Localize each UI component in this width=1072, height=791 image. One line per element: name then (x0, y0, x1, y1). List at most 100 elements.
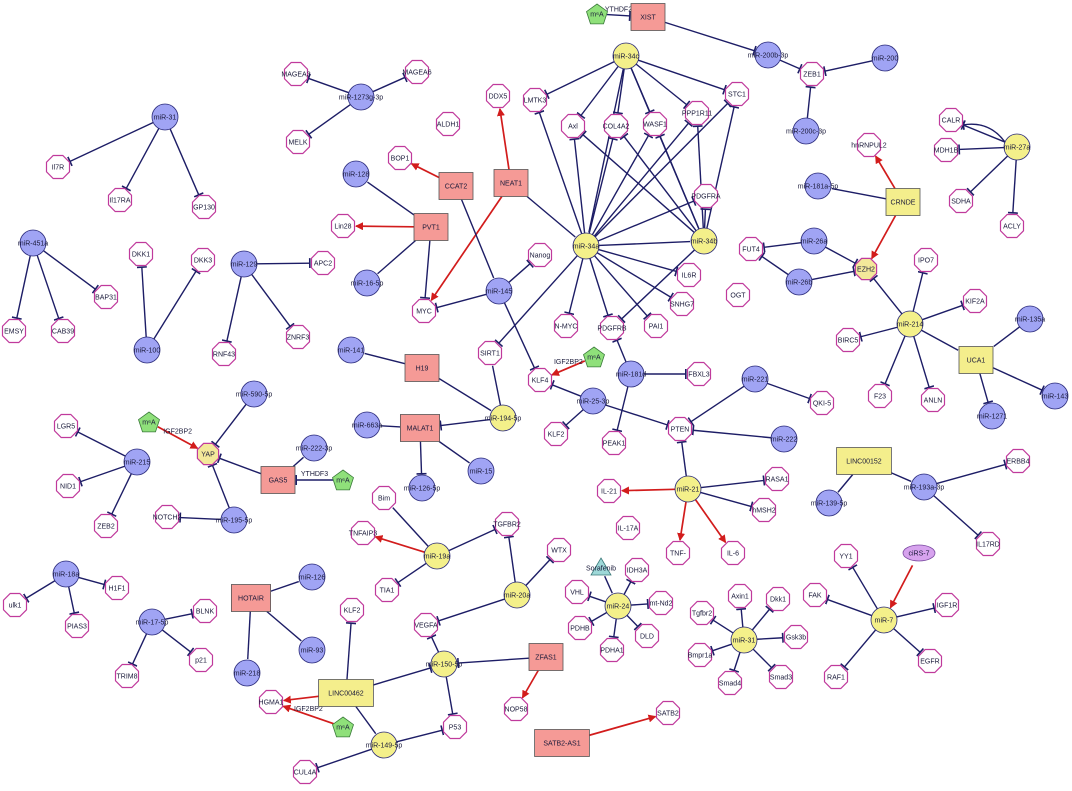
node-kif2a[interactable]: KIF2A (962, 288, 988, 314)
node-mir-150-5p[interactable]: miR-150-5p (426, 650, 463, 678)
node-linc00152[interactable]: LINC00152 (836, 447, 892, 475)
node-zfas1[interactable]: ZFAS1 (528, 643, 564, 671)
node-mir-34b[interactable]: miR-34b (690, 227, 718, 255)
node-mir-7[interactable]: miR-7 (870, 606, 898, 634)
node-mir-143[interactable]: miR-143 (1041, 382, 1069, 410)
node-h1f1[interactable]: H1F1 (104, 575, 130, 601)
node-mir-128[interactable]: miR-128 (342, 160, 370, 188)
node-mir-200c-3p[interactable]: miR-200c-3p (786, 117, 826, 145)
node-dkk1b[interactable]: Dkk1 (765, 586, 791, 612)
node-bmpr1a[interactable]: Bmpr1a (688, 642, 713, 668)
node-mir-451a[interactable]: miR-451a (18, 229, 48, 257)
node-il-17a[interactable]: IL-17A (615, 515, 641, 541)
node-mir-31b[interactable]: miR-31 (730, 626, 758, 654)
node-acly[interactable]: ACLY (999, 213, 1025, 239)
node-dld[interactable]: DLD (634, 623, 660, 649)
node-mir-181d[interactable]: miR-181d (616, 360, 646, 388)
node-klf4[interactable]: KLF4 (527, 367, 553, 393)
node-klf2b[interactable]: KLF2 (339, 597, 365, 623)
node-trim8[interactable]: TRIM8 (114, 663, 140, 689)
node-p53[interactable]: P53 (442, 714, 468, 740)
node-mir-194-5p[interactable]: miR-194-5p (485, 404, 522, 432)
node-mir-21[interactable]: miR-21 (674, 475, 702, 503)
node-mir-129[interactable]: miR-129 (230, 250, 258, 278)
node-mir-26a[interactable]: miR-26a (800, 227, 828, 255)
node-mir-193a-3p[interactable]: miR-193a-3p (904, 473, 945, 501)
node-col4a2[interactable]: COL4A2 (603, 113, 630, 139)
node-tgfbr2[interactable]: TGFBR2 (493, 511, 521, 537)
node-blnk[interactable]: BLNK (192, 598, 218, 624)
node-il17rd[interactable]: IL17RD (975, 531, 1001, 557)
node-cul4a[interactable]: CUL4A (292, 759, 318, 785)
node-n-myc[interactable]: N-MYC (553, 313, 579, 339)
node-hgma1[interactable]: HGMA1 (259, 689, 284, 715)
node-mir-135a[interactable]: miR-135a (1015, 305, 1045, 333)
node-znrf3[interactable]: ZNRF3 (285, 324, 311, 350)
node-tia1[interactable]: TIA1 (374, 577, 400, 603)
node-yap[interactable]: YAP (196, 442, 220, 466)
node-mir-214[interactable]: miR-214 (896, 310, 924, 338)
node-nop58[interactable]: NOP58 (503, 696, 529, 722)
node-m6a-gas5[interactable]: m⁶A (332, 469, 354, 491)
node-hmsh2[interactable]: hMSH2 (751, 497, 777, 523)
node-melk[interactable]: MELK (285, 129, 311, 155)
node-myc[interactable]: MYC (411, 298, 437, 324)
node-nid1[interactable]: NID1 (55, 473, 81, 499)
node-mir-663a[interactable]: miR-663a (352, 411, 382, 439)
node-pdgfra[interactable]: PDGFRA (691, 183, 721, 209)
node-mir-93[interactable]: miR-93 (298, 636, 326, 664)
node-fak[interactable]: FAK (802, 582, 828, 608)
node-tgfbr2[interactable]: Tgfbr2 (689, 600, 715, 626)
node-il7r[interactable]: Il7R (45, 154, 71, 180)
node-mir-218[interactable]: miR-218 (233, 659, 261, 687)
node-m6a-yap[interactable]: m⁶A (138, 411, 160, 433)
node-magea6[interactable]: MAGEA6 (402, 59, 432, 85)
node-xist[interactable]: XIST (630, 3, 666, 31)
node-bop1[interactable]: BOP1 (387, 145, 413, 171)
node-m6a-top[interactable]: m⁶A (586, 3, 608, 25)
node-cab39[interactable]: CAB39 (50, 318, 76, 344)
node-magea3[interactable]: MAGEA3 (281, 61, 311, 87)
node-raf1[interactable]: RAF1 (823, 664, 849, 690)
node-aldh1[interactable]: ALDH1 (435, 111, 461, 137)
node-vegfa[interactable]: VEGFA (413, 612, 439, 638)
node-ulk1[interactable]: ulk1 (2, 592, 28, 618)
node-fbxl3[interactable]: FBXL3 (686, 361, 712, 387)
node-mir-141[interactable]: miR-141 (337, 336, 365, 364)
node-gsk3b[interactable]: Gsk3b (783, 624, 809, 650)
node-ezh2[interactable]: EZH2 (854, 257, 878, 281)
node-p21[interactable]: p21 (188, 647, 214, 673)
node-hnrnpul2[interactable]: hnRNPUL2 (851, 132, 887, 158)
node-uca1[interactable]: UCA1 (958, 346, 994, 374)
node-pten[interactable]: PTEN (667, 416, 693, 442)
node-dkk1a[interactable]: DKK1 (128, 241, 154, 267)
node-wasf1[interactable]: WASF1 (642, 111, 668, 137)
node-pai1[interactable]: PAI1 (643, 313, 669, 339)
node-mir-221[interactable]: miR-221 (741, 365, 769, 393)
node-cirs-7[interactable]: ciRS-7 (902, 544, 936, 562)
node-notch2[interactable]: NOTCH2 (153, 504, 182, 530)
node-stc1[interactable]: STC1 (724, 81, 750, 107)
node-mir-126[interactable]: miR-126 (298, 563, 326, 591)
node-anln[interactable]: ANLN (920, 387, 946, 413)
node-mir-222-3p[interactable]: miR-222-3p (296, 434, 333, 462)
node-vhl[interactable]: VHL (564, 579, 590, 605)
node-il-6[interactable]: IL-6 (720, 540, 746, 566)
node-emsy[interactable]: EMSY (1, 318, 27, 344)
node-nanog[interactable]: Nanog (527, 242, 553, 268)
node-bap31[interactable]: BAP31 (93, 284, 119, 310)
node-ipo7[interactable]: IPO7 (913, 247, 939, 273)
node-mt-nd2[interactable]: mt-Nd2 (648, 590, 674, 616)
node-dkk3[interactable]: DKK3 (190, 247, 216, 273)
node-pdhb[interactable]: PDHB (567, 615, 593, 641)
node-mir-1271[interactable]: miR-1271 (977, 402, 1007, 430)
node-f23[interactable]: F23 (867, 383, 893, 409)
node-mir-34c[interactable]: miR-34c (612, 42, 640, 70)
node-mir-195-5p[interactable]: miR-195-5p (216, 506, 253, 534)
node-yy1[interactable]: YY1 (833, 543, 859, 569)
node-axin1[interactable]: Axin1 (727, 583, 753, 609)
node-mdh1b[interactable]: MDH1B (934, 137, 959, 163)
node-mir-139-5p[interactable]: miR-139-5p (811, 489, 848, 517)
node-mir-26b[interactable]: miR-26b (785, 268, 813, 296)
node-idh3a[interactable]: IDH3A (624, 557, 650, 583)
